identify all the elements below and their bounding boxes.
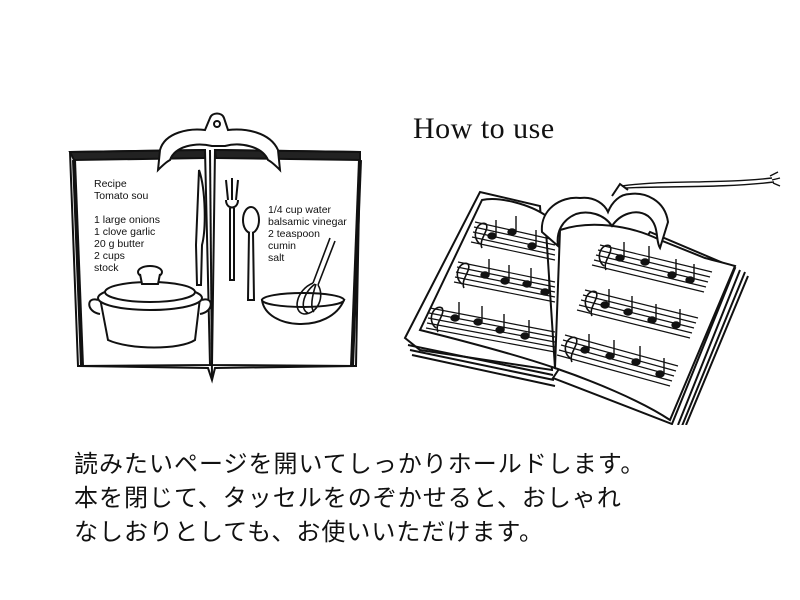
recipe-book-illustration [68,112,362,384]
recipe-right-line: balsamic vinegar [268,216,347,228]
recipe-left-line: 1 large onions [94,214,160,226]
recipe-right-line: 2 teaspoon [268,228,320,240]
recipe-left-line: Recipe [94,178,127,190]
recipe-left-line: Tomato sou [94,190,149,202]
recipe-right-line: cumin [268,240,297,252]
recipe-right-line: salt [268,252,285,264]
recipe-left-line: 2 cups [94,250,125,262]
spoon-icon [242,206,260,301]
whisk-icon [296,237,336,315]
recipe-left-line: 20 g butter [94,238,145,250]
caption-text: 読みたいページを開いてしっかりホールドします。 本を閉じて、タッセルをのぞかせる… [74,447,774,549]
caption-line-2: 本を閉じて、タッセルをのぞかせると、おしゃれ [74,484,622,512]
recipe-left-line [94,202,160,214]
caption-line-1: 読みたいページを開いてしっかりホールドします。 [74,450,646,478]
recipe-right-line: 1/4 cup water [268,204,332,216]
recipe-left-line: stock [94,262,119,274]
fork-icon [225,178,239,281]
music-note-icon [450,216,695,378]
caption-line-3: なしおりとしても、お使いいただけます。 [74,518,544,546]
pot-icon [88,265,212,349]
tassel-icon [621,171,781,189]
bookmark-clip-icon [540,182,670,251]
music-book-illustration [403,171,781,425]
knife-icon [194,169,206,286]
page-title: How to use [413,112,555,145]
bowl-icon [260,292,346,325]
bookmark-clip-icon [156,112,282,173]
recipe-left-line: 1 clove garlic [94,226,156,238]
